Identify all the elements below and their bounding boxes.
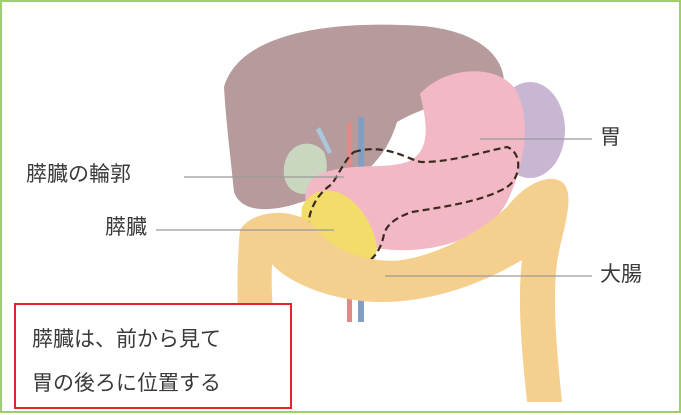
- note-line-2: 胃の後ろに位置する: [32, 367, 221, 397]
- note-line-1: 膵臓は、前から見て: [32, 323, 221, 353]
- pancreas-label: 膵臓: [105, 217, 147, 238]
- large-intestine-label: 大腸: [600, 264, 642, 285]
- stomach-label: 胃: [600, 127, 621, 148]
- note-box: 膵臓は、前から見て 胃の後ろに位置する: [14, 303, 292, 409]
- pancreas-outline-label: 膵臓の輪郭: [26, 164, 131, 185]
